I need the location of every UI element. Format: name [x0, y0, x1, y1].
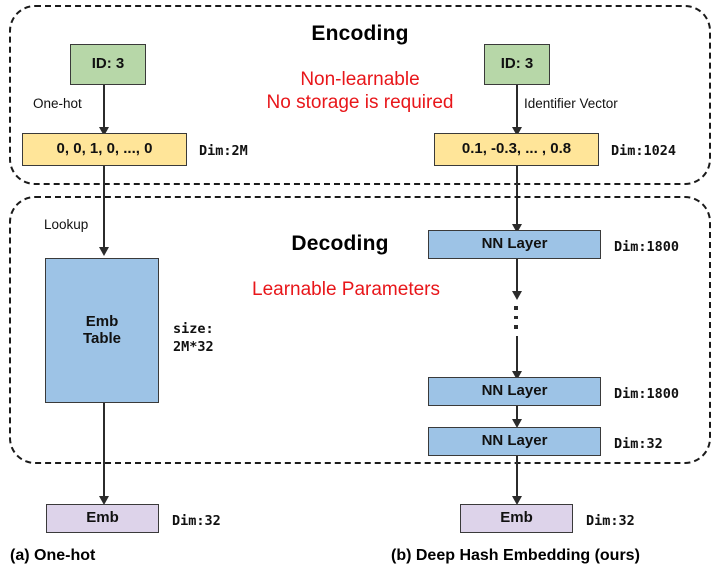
encoding-group-box — [9, 5, 711, 185]
left-vector-dim-label: Dim:2M — [199, 143, 248, 159]
right-vector-box: 0.1, -0.3, ... , 0.8 — [434, 133, 599, 166]
right-layer1-to-dots-line — [516, 259, 518, 296]
left-vector-box: 0, 0, 1, 0, ..., 0 — [22, 133, 187, 166]
left-output-dim-label: Dim:32 — [172, 513, 221, 529]
right-nn-layer-3-dim-label: Dim:32 — [614, 436, 663, 452]
right-nn-layer-1-dim-label: Dim:1800 — [614, 239, 680, 255]
decoding-group-box — [9, 196, 711, 464]
left-encode-connector-arrow — [98, 127, 109, 136]
right-layer2-to-layer3-line — [516, 406, 518, 424]
right-layer3-to-output-line — [516, 456, 518, 500]
right-vector-to-layer1-line — [516, 166, 518, 230]
right-encode-connector-arrow — [511, 127, 522, 136]
right-dots-to-layer2-line — [516, 336, 518, 376]
right-output-emb-box: Emb — [460, 504, 573, 533]
left-decode-edge-label: Lookup — [44, 217, 89, 232]
right-nn-layer-1-box: NN Layer — [428, 230, 601, 259]
right-ellipsis-dots — [514, 306, 518, 335]
right-output-dim-label: Dim:32 — [586, 513, 635, 529]
left-encode-connector-line — [103, 85, 105, 130]
left-table-to-output-line — [103, 403, 105, 500]
left-vector-to-table-arrow — [98, 247, 109, 256]
right-id-box: ID: 3 — [484, 44, 550, 85]
right-nn-layer-2-dim-label: Dim:1800 — [614, 386, 680, 402]
left-vector-to-table-line — [103, 166, 105, 250]
encoding-section-title: Encoding — [311, 22, 409, 45]
decoding-note: Learnable Parameters — [252, 279, 440, 300]
encoding-note: Non-learnable No storage is required — [266, 69, 454, 114]
left-encode-edge-label: One-hot — [33, 96, 82, 111]
left-output-emb-box: Emb — [46, 504, 159, 533]
right-encode-connector-line — [516, 85, 518, 130]
right-layer2-to-layer3-arrow — [511, 419, 522, 428]
left-table-to-output-arrow — [98, 496, 109, 505]
right-dots-to-layer2-arrow — [511, 371, 522, 380]
left-emb-table-size-label: size: 2M*32 — [173, 321, 214, 356]
right-layer1-to-dots-arrow — [511, 291, 522, 300]
right-figure-caption: (b) Deep Hash Embedding (ours) — [391, 547, 640, 564]
left-figure-caption: (a) One-hot — [10, 547, 96, 564]
right-nn-layer-3-box: NN Layer — [428, 427, 601, 456]
right-nn-layer-2-box: NN Layer — [428, 377, 601, 406]
right-vector-dim-label: Dim:1024 — [611, 143, 677, 159]
right-layer3-to-output-arrow — [511, 496, 522, 505]
left-id-box: ID: 3 — [70, 44, 146, 85]
left-emb-table-box: Emb Table — [45, 258, 159, 403]
decoding-section-title: Decoding — [291, 232, 389, 255]
right-vector-to-layer1-arrow — [511, 224, 522, 233]
right-encode-edge-label: Identifier Vector — [524, 96, 618, 111]
